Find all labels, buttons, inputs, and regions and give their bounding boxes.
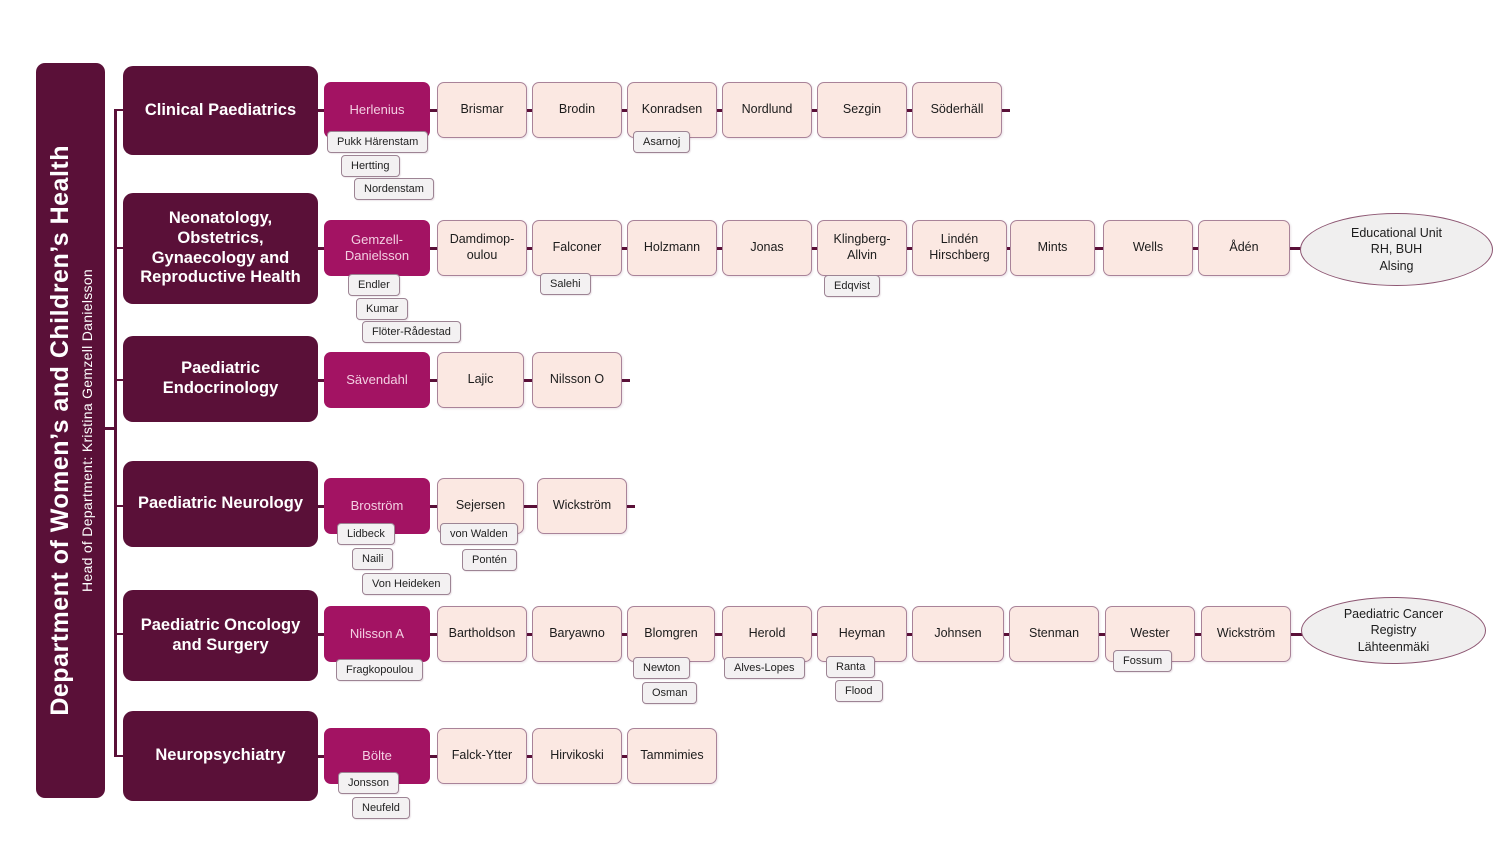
member-box: Klingberg-Allvin <box>817 220 907 276</box>
sub-box: Hertting <box>341 155 400 177</box>
member-box: Damdimop-oulou <box>437 220 527 276</box>
division-connector <box>114 378 123 382</box>
trunk-line <box>114 109 117 757</box>
member-box: Holzmann <box>627 220 717 276</box>
member-box: Sezgin <box>817 82 907 138</box>
division-box: Clinical Paediatrics <box>123 66 318 155</box>
member-box: Wickström <box>1201 606 1291 662</box>
member-box: Ådén <box>1198 220 1290 276</box>
leader-box: Gemzell-Danielsson <box>324 220 430 276</box>
sub-box: Ranta <box>826 656 876 678</box>
sub-box: Alves-Lopes <box>724 657 805 679</box>
member-box: Nordlund <box>722 82 812 138</box>
member-box: Wells <box>1103 220 1193 276</box>
sub-box: Pontén <box>462 549 517 571</box>
division-connector <box>114 504 123 508</box>
department-subtitle: Head of Department: Kristina Gemzell Dan… <box>79 268 95 592</box>
ellipse-node: Educational Unit RH, BUH Alsing <box>1300 213 1493 286</box>
bar-trunk-connector <box>105 427 116 430</box>
division-connector <box>114 754 123 758</box>
sub-box: Flood <box>835 680 883 702</box>
member-box: Brodin <box>532 82 622 138</box>
member-box: Stenman <box>1009 606 1099 662</box>
sub-box: Lidbeck <box>337 523 395 545</box>
sub-box: Von Heideken <box>362 573 451 595</box>
sub-box: Newton <box>633 657 691 679</box>
member-box: Nilsson O <box>532 352 622 408</box>
member-box: Konradsen <box>627 82 717 138</box>
sub-box: Fossum <box>1113 650 1173 672</box>
division-box: Paediatric Endocrinology <box>123 336 318 422</box>
member-box: Mints <box>1010 220 1095 276</box>
member-box: Hirvikoski <box>532 728 622 784</box>
division-box: Paediatric Oncology and Surgery <box>123 590 318 681</box>
sub-box: Salehi <box>540 273 591 295</box>
sub-box: Flöter-Rådestad <box>362 321 461 343</box>
division-box: Paediatric Neurology <box>123 461 318 547</box>
sub-box: Asarnoj <box>633 131 691 153</box>
member-box: Söderhäll <box>912 82 1002 138</box>
member-box: Jonas <box>722 220 812 276</box>
sub-box: Fragkopoulou <box>336 659 424 681</box>
member-box: Falck-Ytter <box>437 728 527 784</box>
member-box: Herold <box>722 606 812 662</box>
division-connector <box>114 108 123 112</box>
division-box: Neuropsychiatry <box>123 711 318 801</box>
department-title: Department of Women’s and Children’s Hea… <box>46 145 74 716</box>
division-connector <box>114 246 123 250</box>
member-box: Baryawno <box>532 606 622 662</box>
ellipse-node: Paediatric Cancer Registry Lähteenmäki <box>1301 597 1486 664</box>
member-box: Lindén Hirschberg <box>912 220 1007 276</box>
leader-box: Herlenius <box>324 82 430 138</box>
sub-box: Naili <box>352 548 394 570</box>
leader-box: Sävendahl <box>324 352 430 408</box>
sub-box: Endler <box>348 274 400 296</box>
sub-box: Edqvist <box>824 275 881 297</box>
sub-box: von Walden <box>440 523 518 545</box>
division-connector <box>114 632 123 636</box>
member-box: Bartholdson <box>437 606 527 662</box>
member-box: Wickström <box>537 478 627 534</box>
member-box: Heyman <box>817 606 907 662</box>
member-box: Brismar <box>437 82 527 138</box>
department-bar: Department of Women’s and Children’s Hea… <box>36 63 105 798</box>
member-box: Tammimies <box>627 728 717 784</box>
member-box: Johnsen <box>912 606 1004 662</box>
sub-box: Nordenstam <box>354 178 434 200</box>
leader-box: Nilsson A <box>324 606 430 662</box>
member-box: Lajic <box>437 352 524 408</box>
division-box: Neonatology, Obstetrics, Gynaecology and… <box>123 193 318 304</box>
sub-box: Jonsson <box>338 772 399 794</box>
sub-box: Pukk Härenstam <box>327 131 429 153</box>
member-box: Blomgren <box>627 606 715 662</box>
sub-box: Osman <box>642 682 698 704</box>
sub-box: Neufeld <box>352 797 410 819</box>
member-box: Falconer <box>532 220 622 276</box>
sub-box: Kumar <box>356 298 409 320</box>
